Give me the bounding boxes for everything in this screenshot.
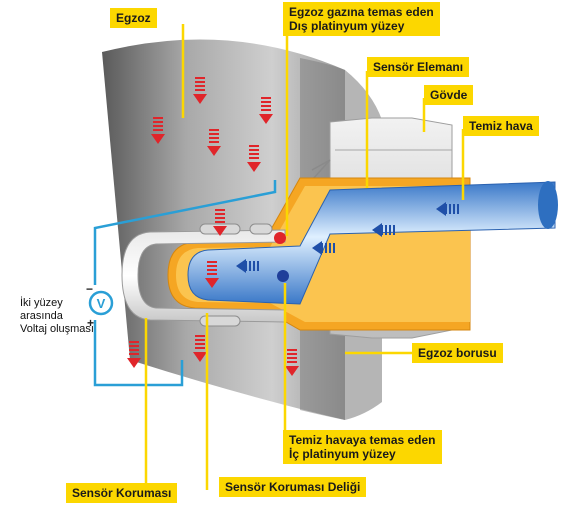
fresh-air-arrows	[236, 202, 459, 273]
leader-lines	[144, 24, 465, 490]
label-sensor-shield: Sensör Koruması	[66, 483, 178, 503]
exhaust-arrow	[259, 97, 273, 124]
label-body-text: Gövde	[430, 88, 468, 102]
voltage-note-line2: arasında	[20, 310, 63, 322]
air-arrow	[312, 241, 335, 255]
exhaust-gas-arrows	[127, 77, 299, 376]
air-arrow	[436, 202, 459, 216]
voltage-note-line3: Voltaj oluşması	[20, 323, 94, 335]
label-sensor-shield-hole: Sensör Koruması Deliği	[219, 477, 367, 497]
exhaust-arrow	[151, 117, 165, 144]
air-arrow	[236, 259, 259, 273]
voltmeter-symbol: V	[97, 296, 106, 311]
minus-sign: −	[86, 282, 94, 296]
sensor-shield	[121, 223, 286, 327]
label-outer-platinum: Egzoz gazına temas eden Dış platinyum yü…	[283, 2, 440, 36]
label-exhaust-pipe: Egzoz borusu	[412, 343, 503, 363]
exhaust-arrow	[205, 261, 219, 288]
exhaust-arrow	[193, 335, 207, 362]
voltage-circuit-wire	[93, 180, 277, 387]
exhaust-arrow	[285, 349, 299, 376]
label-exhaust-pipe-text: Egzoz borusu	[418, 346, 497, 360]
label-body: Gövde	[424, 85, 474, 105]
plus-sign: +	[87, 316, 95, 330]
label-outer-platinum-line1: Egzoz gazına temas eden	[289, 5, 434, 19]
label-inner-platinum: Temiz havaya temas eden İç platinyum yüz…	[283, 430, 442, 464]
label-fresh-air-text: Temiz hava	[469, 119, 533, 133]
label-sensor-element-text: Sensör Elemanı	[373, 60, 464, 74]
exhaust-arrow	[127, 341, 141, 368]
exhaust-arrow	[247, 145, 261, 172]
exhaust-arrow	[213, 209, 227, 236]
voltage-note-line1: İki yüzey	[20, 297, 63, 309]
air-arrow	[372, 223, 395, 237]
exhaust-arrow	[207, 129, 221, 156]
label-exhaust-text: Egzoz	[116, 11, 151, 25]
voltmeter: V	[88, 290, 114, 316]
outer-platinum-contact	[274, 232, 286, 244]
label-sensor-shield-text: Sensör Koruması	[72, 486, 172, 500]
label-fresh-air: Temiz hava	[463, 116, 539, 136]
label-outer-platinum-line2: Dış platinyum yüzey	[289, 19, 405, 33]
inner-platinum-contact	[277, 270, 289, 282]
voltage-note: İki yüzey arasında Voltaj oluşması	[20, 297, 94, 336]
exhaust-arrow	[193, 77, 207, 104]
label-sensor-element: Sensör Elemanı	[367, 57, 470, 77]
label-sensor-shield-hole-text: Sensör Koruması Deliği	[225, 480, 361, 494]
label-inner-platinum-line1: Temiz havaya temas eden	[289, 433, 436, 447]
label-exhaust: Egzoz	[110, 8, 157, 28]
label-inner-platinum-line2: İç platinyum yüzey	[289, 447, 396, 461]
